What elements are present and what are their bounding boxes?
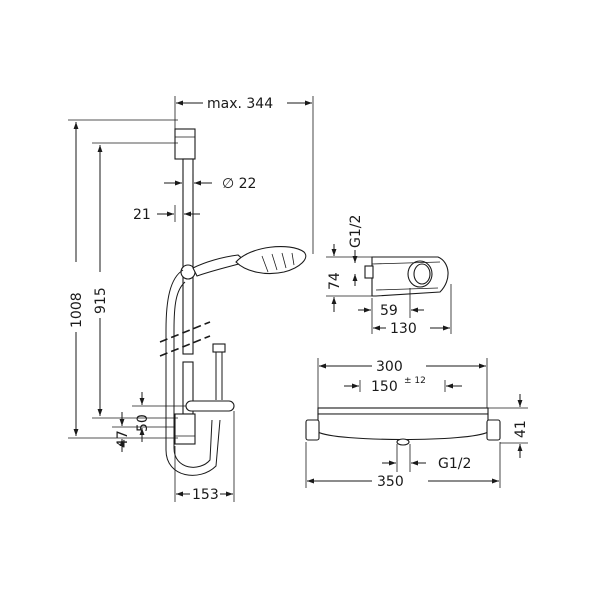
break-mark-upper [159,321,211,343]
dim-bottom-offset: 47 [115,430,131,448]
head-dot-2 [271,253,278,271]
shower-rail-set: max. 344 ∅ 22 21 [68,96,314,503]
dim-diameter: ∅ 22 [222,176,256,192]
dim-holder-offset: 50 [135,414,151,432]
shower-hose-outer [165,269,221,476]
head-dot-1 [261,255,269,273]
break-mark-lower [159,335,211,357]
hose-connector [212,343,226,353]
dim-total-height: 1008 [69,292,85,328]
dim-rail-height: 915 [93,287,109,314]
hand-shower-handle [192,254,248,277]
dim-thermostat-height: 41 [513,420,529,438]
thermostat-side-knob-inner [413,263,431,285]
thermostat-knob-right [486,419,501,441]
shower-hose-inner [173,281,213,468]
slider-knob [180,264,196,280]
dim-wall-offset: 21 [133,207,151,223]
head-dot-4 [291,252,295,266]
dim-max-reach: max. 344 [207,96,273,112]
thermostat-front-view: 300 150 ± 12 41 G1/2 350 [305,358,529,490]
dim-overall-width: 350 [377,474,404,490]
thermostat-front-body [317,413,489,441]
head-dot-3 [281,252,287,269]
side-body-line-bottom [375,287,439,291]
dim-thermostat-center: 150 [371,379,398,395]
dim-connection-top: G1/2 [348,215,364,248]
hand-shower-head [235,246,307,275]
thermostat-knob-left [305,419,320,441]
side-body-line-top [371,261,441,265]
thermostat-shelf [317,407,489,415]
thermostat-outlet [396,438,410,446]
shower-rail-upper [182,158,194,355]
thermostat-side-view: G1/2 74 59 130 [326,215,452,337]
thermostat-side-inlet [364,265,374,279]
dim-thermostat-width: 300 [376,359,403,375]
dim-connection-bottom: G1/2 [438,456,471,472]
dim-depth-short: 59 [380,303,398,319]
dim-base-width: 153 [192,487,219,503]
soap-dish [185,400,235,412]
dim-thermostat-tolerance: ± 12 [404,376,426,386]
dim-connection-height: 74 [327,272,343,290]
bottom-wall-bracket [174,413,196,445]
top-wall-bracket [174,128,196,160]
dim-depth-long: 130 [390,321,417,337]
